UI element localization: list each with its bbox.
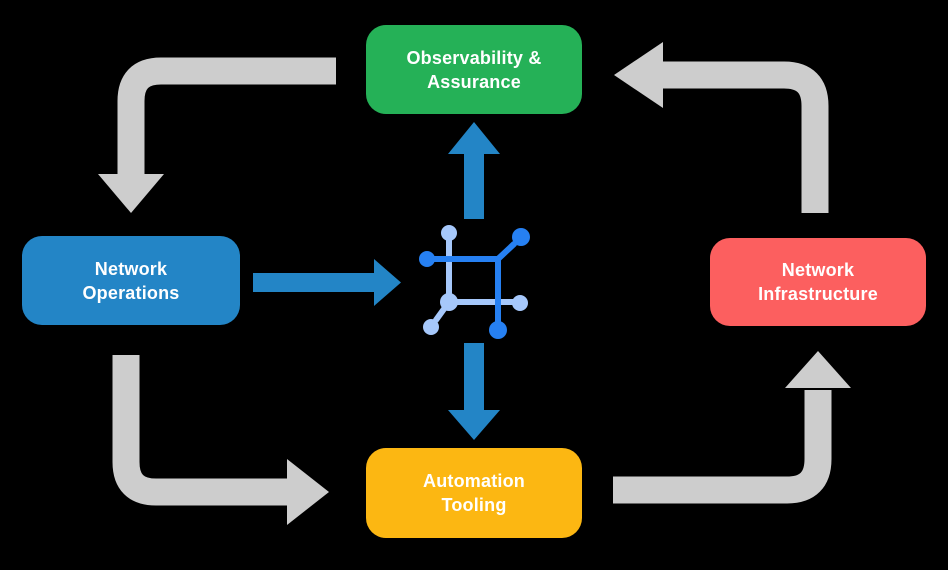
node-observability-label-line2: Assurance (427, 71, 521, 92)
node-network-infrastructure: Network Infrastructure (710, 238, 926, 326)
arrowhead-left (614, 42, 663, 108)
flow-arrow-hub-to-automation (448, 343, 500, 440)
node-network-operations-label-line1: Network (94, 258, 168, 279)
node-network-infrastructure-label-line1: Network (781, 260, 855, 280)
cycle-arrow-observability-to-operations (98, 57, 336, 213)
node-automation-tooling-label-line2: Tooling (441, 495, 507, 515)
arrowhead-down (98, 174, 164, 213)
arrowhead-right (287, 459, 329, 525)
network-hub-icon (419, 225, 530, 339)
node-network-operations-label-line2: Operations (82, 282, 180, 303)
network-hub-icon-dark-lines (429, 241, 517, 326)
network-hub-icon-dark-dots (419, 228, 530, 339)
network-hub-icon-light-dots (423, 225, 528, 335)
node-automation-tooling: Automation Tooling (366, 448, 582, 538)
flow-arrow-operations-to-hub (253, 259, 401, 306)
flow-arrow-hub-to-observability (448, 122, 500, 219)
cycle-arrow-automation-to-infrastructure (613, 351, 851, 504)
node-observability-label-line1: Observability & (406, 47, 542, 68)
arrowhead-up (785, 351, 851, 388)
node-observability: Observability & Assurance (366, 25, 582, 114)
node-network-infrastructure-label-line2: Infrastructure (758, 284, 878, 304)
node-automation-tooling-label-line1: Automation (423, 471, 525, 491)
cycle-arrow-operations-to-automation (112, 355, 329, 525)
cycle-arrow-infrastructure-to-observability (614, 42, 829, 213)
node-network-operations: Network Operations (22, 236, 240, 325)
